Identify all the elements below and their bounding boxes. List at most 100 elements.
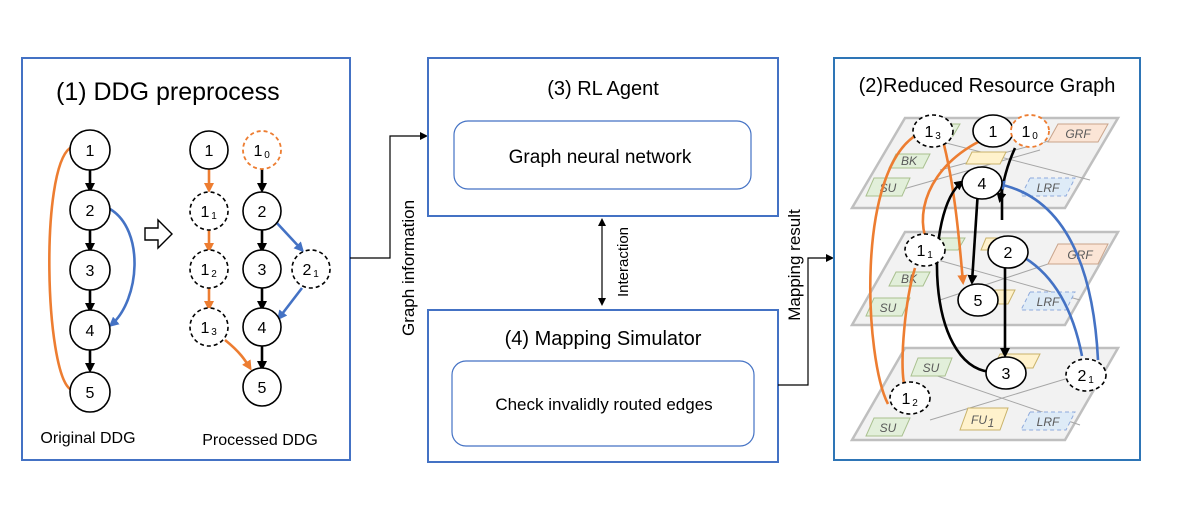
original-ddg-caption: Original DDG — [40, 430, 135, 447]
rg-blue-edge-21-4 — [995, 180, 1100, 361]
svg-text:5: 5 — [258, 380, 267, 397]
svg-text:3: 3 — [1002, 366, 1011, 383]
svg-text:SU: SU — [880, 301, 897, 315]
svg-text:2: 2 — [86, 203, 95, 220]
svg-text:1: 1 — [902, 391, 911, 408]
svg-text:1: 1 — [1022, 124, 1031, 141]
svg-text:1: 1 — [927, 250, 933, 261]
ddg-preprocess-title: (1) DDG preprocess — [56, 78, 280, 106]
svg-text:1: 1 — [917, 243, 926, 260]
grf-cell-top — [1047, 123, 1109, 143]
svg-text:4: 4 — [86, 323, 95, 340]
resource-graph-panel: (2)Reduced Resource Graph BK SU GRF LRF — [833, 57, 1141, 461]
proc-node-2: 2 — [242, 191, 282, 231]
proc-node-3: 3 — [242, 249, 282, 289]
check-edges-box — [451, 360, 755, 447]
bk-cell-mid — [888, 271, 931, 287]
mapping-simulator-frame — [427, 309, 779, 463]
check-edges-label: Check invalidly routed edges — [495, 395, 712, 414]
resource-graph-title: (2)Reduced Resource Graph — [859, 75, 1116, 97]
orig-edge-5-1-orange — [48, 146, 71, 391]
rg-black-edge-3-4 — [935, 180, 991, 374]
orig-edge-2-4-blue — [108, 207, 136, 327]
svg-text:LRF: LRF — [1037, 415, 1060, 429]
svg-text:BK: BK — [901, 154, 918, 168]
svg-text:3: 3 — [935, 131, 941, 142]
proc-node-4: 4 — [242, 307, 282, 347]
orig-node-5: 5 — [69, 371, 111, 413]
proc-edge-13-5 — [224, 338, 252, 371]
svg-text:2: 2 — [1078, 368, 1087, 385]
svg-text:LRF: LRF — [1037, 181, 1060, 195]
proc-edge-2-21 — [275, 221, 305, 253]
rg-orange-edge-11-12 — [901, 267, 917, 385]
svg-text:SU: SU — [923, 361, 940, 375]
graph-information-label: Graph information — [399, 200, 418, 336]
svg-text:1: 1 — [201, 320, 210, 337]
orig-node-2: 2 — [69, 189, 111, 231]
rg-node-1: 1 — [972, 114, 1014, 148]
ddg-preprocess-panel: (1) DDG preprocess 1 2 3 4 5 Original DD… — [21, 57, 351, 461]
mapping-result-arrow — [778, 254, 834, 386]
ddg-preprocess-frame — [21, 57, 351, 461]
su-cell-top — [865, 177, 911, 197]
rg-orange-edge-12-13 — [869, 132, 919, 405]
svg-text:BK: BK — [901, 272, 918, 286]
proc-edge-21-4 — [277, 287, 304, 321]
proc-node-5: 5 — [242, 367, 282, 407]
su-cell-bottom — [865, 417, 911, 437]
svg-text:1: 1 — [254, 143, 263, 160]
rg-node-3: 3 — [985, 356, 1027, 390]
rg-black-edge-4-5 — [967, 189, 980, 285]
mapping-simulator-panel: (4) Mapping Simulator Check invalidly ro… — [427, 309, 779, 463]
svg-text:SU: SU — [880, 421, 897, 435]
gnn-label: Graph neural network — [509, 147, 692, 168]
svg-text:5: 5 — [974, 293, 983, 310]
rg-orange-edge-13-5 — [938, 129, 968, 285]
rg-node-5: 5 — [957, 283, 999, 317]
svg-text:2: 2 — [912, 398, 918, 409]
orig-node-1: 1 — [69, 129, 111, 171]
svg-text:2: 2 — [211, 269, 217, 280]
svg-text:1: 1 — [925, 124, 934, 141]
rg-node-4: 4 — [961, 166, 1003, 200]
svg-text:LRF: LRF — [1037, 295, 1060, 309]
rl-agent-title: (3) RL Agent — [547, 78, 659, 100]
proc-node-1: 1 — [189, 130, 229, 170]
svg-text:1: 1 — [1088, 375, 1094, 386]
svg-text:4: 4 — [258, 320, 267, 337]
su-cell-bottom-top — [910, 357, 953, 377]
svg-text:2: 2 — [258, 204, 267, 221]
svg-text:2: 2 — [1004, 245, 1013, 262]
rg-node-2: 2 — [987, 235, 1029, 269]
interaction-label: Interaction — [615, 227, 632, 297]
fu1-cell — [959, 407, 1009, 431]
rl-agent-panel: (3) RL Agent Graph neural network — [427, 57, 779, 217]
svg-text:1: 1 — [201, 204, 210, 221]
svg-text:1: 1 — [313, 269, 319, 280]
resource-graph-frame — [833, 57, 1141, 461]
svg-text:1: 1 — [988, 416, 995, 430]
su-cell-mid — [865, 297, 911, 317]
graph-information-arrow — [350, 132, 428, 259]
svg-text:4: 4 — [978, 176, 987, 193]
svg-text:3: 3 — [258, 262, 267, 279]
gnn-box — [453, 120, 752, 190]
svg-text:GRF: GRF — [1065, 127, 1091, 141]
rl-agent-frame — [427, 57, 779, 217]
rg-blue-edge-2-21 — [1024, 256, 1084, 357]
svg-text:2: 2 — [303, 262, 312, 279]
processed-ddg-caption: Processed DDG — [202, 432, 318, 449]
svg-text:1: 1 — [86, 143, 95, 160]
svg-text:3: 3 — [211, 327, 217, 338]
